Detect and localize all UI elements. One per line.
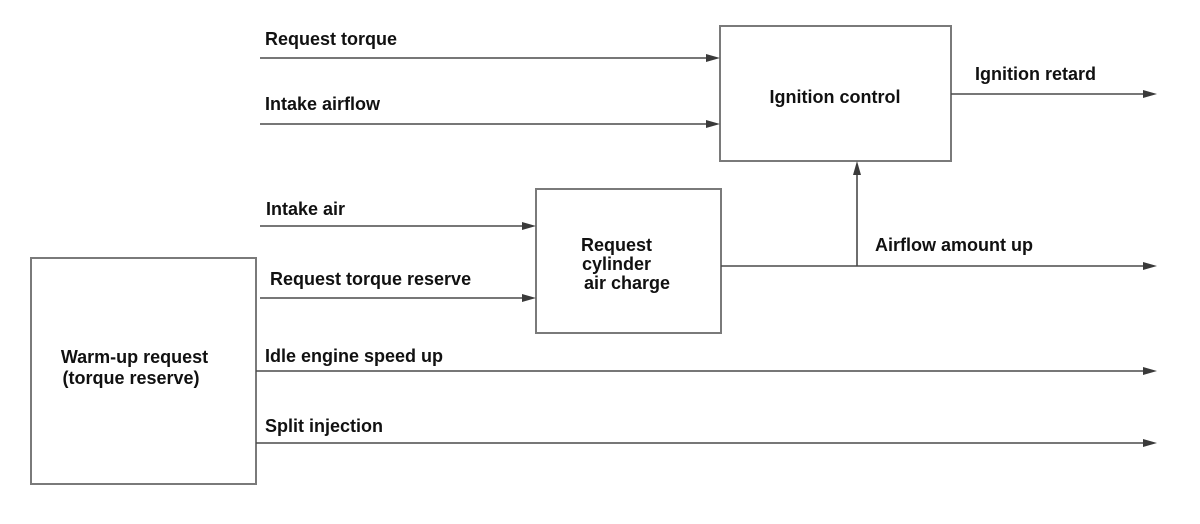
request-cylinder-air-charge-block [535, 188, 722, 334]
airflow-amount-up-arrowhead [1143, 262, 1157, 270]
intake-airflow-label: Intake airflow [265, 94, 381, 114]
warm-up-request-label-line: Warm-up request [61, 347, 208, 367]
request-torque-arrowhead [706, 54, 720, 62]
intake-airflow-arrowhead [706, 120, 720, 128]
idle-engine-speed-up-arrowhead [1143, 367, 1157, 375]
request-cylinder-air-charge-label-line: cylinder [582, 254, 651, 274]
request-cylinder-air-charge-label-line: Request [581, 235, 652, 255]
ignition-control-label: Ignition control [770, 87, 901, 107]
intake-air-label: Intake air [266, 199, 345, 219]
intake-air-arrowhead [522, 222, 536, 230]
split-injection-arrowhead [1143, 439, 1157, 447]
ignition-retard-label: Ignition retard [975, 64, 1096, 84]
warm-up-request-label: Warm-up request (torque reserve) [61, 347, 213, 388]
ignition-retard-arrowhead [1143, 90, 1157, 98]
idle-engine-speed-up-label: Idle engine speed up [265, 346, 443, 366]
request-cylinder-air-charge-label: Request cylinder air charge [581, 235, 670, 293]
split-injection-label: Split injection [265, 416, 383, 436]
airflow-amount-up-label: Airflow amount up [875, 235, 1033, 255]
request-torque-reserve-label: Request torque reserve [270, 269, 471, 289]
airflow-feedback-arrowhead [853, 161, 861, 175]
warm-up-request-block [30, 257, 257, 485]
ignition-control-label-line: Ignition control [770, 87, 901, 107]
request-torque-reserve-arrowhead [522, 294, 536, 302]
request-cylinder-air-charge-label-line: air charge [584, 273, 670, 293]
ignition-control-block [719, 25, 952, 162]
request-torque-label: Request torque [265, 29, 397, 49]
warm-up-request-label-line: (torque reserve) [62, 368, 199, 388]
